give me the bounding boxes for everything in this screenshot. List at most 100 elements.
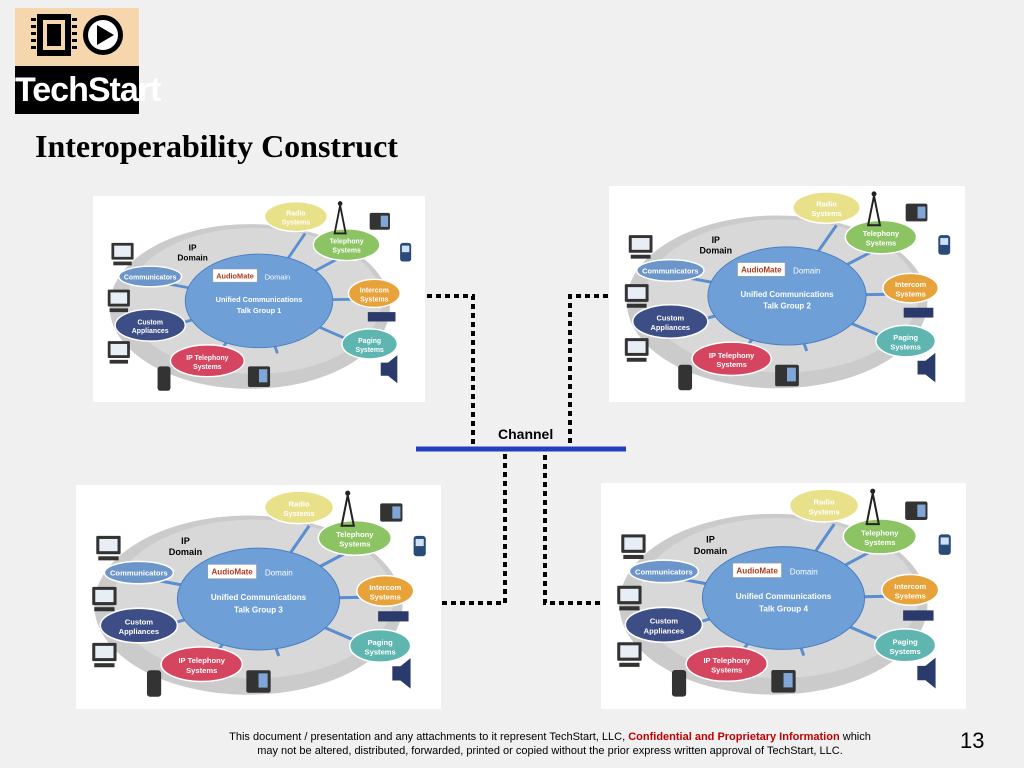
computer-monitor-icon [111, 242, 134, 266]
ip-phone-icon [247, 366, 271, 388]
unified-comms-label: Unified Communications [216, 295, 303, 304]
desktop-terminal-icon [107, 341, 130, 364]
telephony-systems-bubble [317, 519, 393, 557]
channel-label: Channel [498, 426, 554, 442]
link-group-2 [568, 294, 608, 446]
desktop-terminal-icon [624, 338, 649, 362]
radio-systems-bubble [263, 200, 328, 233]
laptop-icon [107, 289, 130, 313]
talk-group-label: Talk Group 4 [759, 604, 808, 613]
desk-phone-icon [380, 503, 403, 522]
speaker-icon [917, 352, 936, 383]
audiomate-logo-text: AudioMate [216, 271, 254, 280]
talk-group-label: Talk Group 3 [234, 605, 283, 614]
footer-highlight: Confidential and Proprietary Information [628, 731, 840, 743]
domain-label: Domain [790, 567, 818, 576]
ip-phone-icon [775, 364, 799, 387]
cell-phone-icon [413, 535, 426, 557]
domain-label: Domain [265, 272, 290, 281]
communicators-bubble-text: Communicators [124, 274, 177, 281]
ip-telephony-bubble [169, 344, 245, 378]
audiomate-logo-text: AudioMate [741, 265, 782, 274]
laptop-icon [92, 586, 117, 612]
unified-comms-label: Unified Communications [740, 290, 834, 299]
footer-text-before: This document / presentation and any att… [229, 731, 626, 743]
ip-telephony-bubble [685, 645, 769, 683]
desk-phone-icon [369, 212, 390, 230]
intercom-systems-bubble [882, 272, 940, 304]
confidentiality-footer: This document / presentation and any att… [200, 730, 900, 758]
computer-monitor-icon [628, 235, 653, 259]
intercom-systems-bubble [347, 278, 401, 309]
page-title: Interoperability Construct [35, 128, 398, 164]
laptop-icon [617, 585, 642, 611]
cell-phone-icon [938, 534, 951, 555]
handset-icon [157, 366, 171, 391]
speaker-icon [917, 657, 936, 689]
desk-phone-icon [905, 501, 928, 520]
laptop-icon [624, 284, 649, 308]
radio-systems-bubble [263, 490, 335, 525]
custom-appliances-bubble [114, 308, 186, 342]
paging-systems-bubble [875, 324, 937, 358]
communicators-bubble-text: Communicators [642, 266, 698, 275]
cell-phone-icon [400, 242, 412, 262]
domain-label: Domain [265, 569, 293, 578]
handset-icon [678, 364, 693, 391]
desktop-terminal-icon [617, 642, 642, 667]
handset-icon [671, 669, 687, 697]
communicators-bubble [103, 560, 175, 585]
logo-wordmark: TechStart [15, 66, 161, 114]
handset-icon [146, 670, 162, 697]
audiomate-badge [212, 268, 258, 283]
intercom-keypad-icon [378, 611, 409, 622]
audiomate-badge [737, 262, 786, 277]
paging-systems-bubble [348, 628, 412, 663]
paging-systems-bubble [873, 628, 937, 663]
audiomate-badge [732, 562, 782, 578]
communicators-bubble [628, 559, 700, 584]
ip-phone-icon [246, 670, 271, 693]
link-group-4 [543, 452, 600, 605]
desk-phone-icon [905, 203, 928, 222]
footer-line-2: may not be altered, distributed, forward… [257, 745, 843, 757]
ip-telephony-bubble [160, 646, 244, 683]
intercom-keypad-icon [903, 610, 934, 621]
paging-systems-bubble [341, 328, 399, 360]
techstart-logo: TechStart [15, 8, 161, 114]
custom-appliances-bubble [631, 304, 709, 339]
unified-comms-label: Unified Communications [736, 592, 832, 601]
ip-telephony-bubble [691, 341, 772, 377]
radio-tower-icon [866, 191, 882, 227]
telephony-systems-bubble [844, 219, 918, 255]
ip-phone-icon [771, 669, 796, 693]
desktop-terminal-icon [92, 642, 117, 668]
speaker-icon [392, 658, 411, 689]
